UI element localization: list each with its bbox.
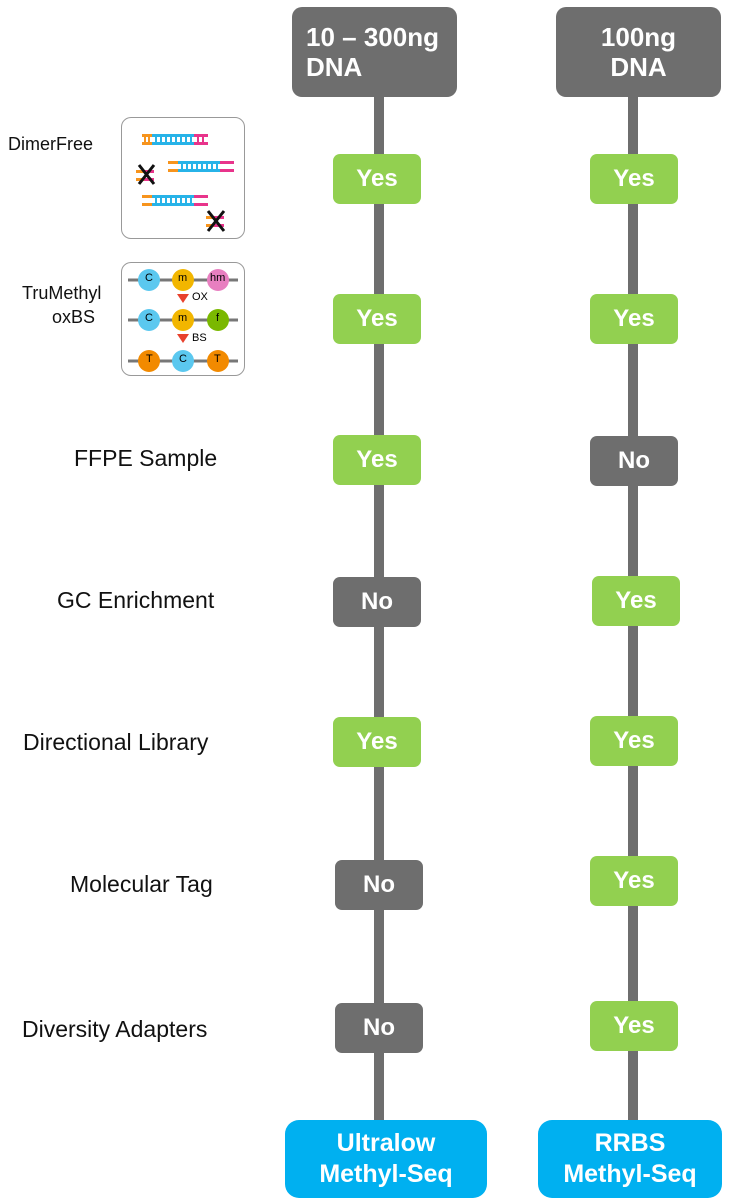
answer-ultralow-dimerfree: Yes xyxy=(333,154,421,204)
row-label-directional-library: Directional Library xyxy=(23,729,209,755)
adapter-strand-icon xyxy=(142,134,208,145)
answer-ultralow-molecular-tag: No xyxy=(335,860,423,910)
oxbs-dot: T xyxy=(146,353,153,365)
oxbs-step-label: BS xyxy=(192,332,207,344)
answer-rrbs-molecular-tag: Yes xyxy=(590,856,678,906)
answer-ultralow-directional: Yes xyxy=(333,717,421,767)
adapter-dimer-icon xyxy=(136,164,156,185)
oxbs-dot: C xyxy=(145,272,153,284)
oxbs-illustration: C m hm OX C m f BS T C T xyxy=(121,262,245,376)
answer-ultralow-diversity: No xyxy=(335,1003,423,1053)
oxbs-dot: T xyxy=(214,353,221,365)
answer-rrbs-gc: Yes xyxy=(592,576,680,626)
oxbs-step-label: OX xyxy=(192,291,208,303)
row-label-molecular-tag: Molecular Tag xyxy=(70,871,213,897)
row-label-dimerfree: DimerFree xyxy=(8,134,94,154)
answer-ultralow-ffpe: Yes xyxy=(333,435,421,485)
answer-ultralow-gc: No xyxy=(333,577,421,627)
answer-rrbs-diversity: Yes xyxy=(590,1001,678,1051)
oxbs-dot: hm xyxy=(210,272,226,284)
row-label-diversity-adapters: Diversity Adapters xyxy=(22,1016,208,1042)
row-label-gc-enrichment: GC Enrichment xyxy=(57,587,215,613)
oxbs-dot: C xyxy=(145,312,153,324)
oxbs-dot: f xyxy=(216,312,220,324)
oxbs-dot: m xyxy=(178,312,188,324)
answer-rrbs-trumethyl: Yes xyxy=(590,294,678,344)
answer-rrbs-directional: Yes xyxy=(590,716,678,766)
oxbs-dot: m xyxy=(178,272,188,284)
oxbs-dot: C xyxy=(179,353,187,365)
answer-ultralow-trumethyl: Yes xyxy=(333,294,421,344)
row-label-oxbs: oxBS xyxy=(52,307,96,327)
answer-rrbs-dimerfree: Yes xyxy=(590,154,678,204)
row-label-trumethyl: TruMethyl xyxy=(22,283,102,303)
answer-rrbs-ffpe: No xyxy=(590,436,678,486)
row-label-ffpe: FFPE Sample xyxy=(74,445,218,471)
dimerfree-illustration xyxy=(121,117,245,239)
